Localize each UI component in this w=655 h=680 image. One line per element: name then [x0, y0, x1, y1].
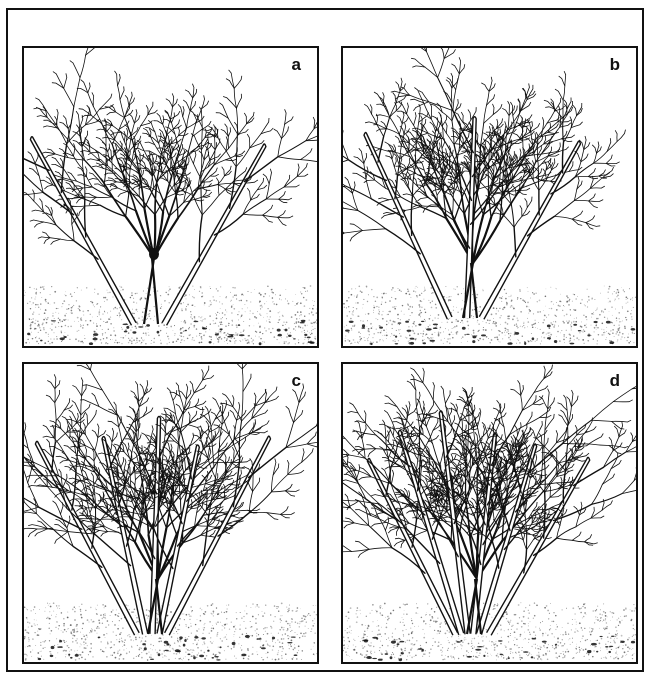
shrub-branches	[24, 364, 317, 635]
shrub-branches	[24, 48, 317, 325]
shrub-illustration-d	[343, 364, 636, 662]
panel-label-c: c	[292, 372, 301, 389]
panel-c: c	[22, 362, 319, 664]
shrub-illustration-b	[343, 48, 636, 346]
panel-label-b: b	[610, 56, 620, 73]
panel-d: d	[341, 362, 638, 664]
shrub-branches	[343, 365, 636, 636]
ground-stipple	[343, 285, 636, 345]
panel-label-a: a	[292, 56, 301, 73]
panel-b: b	[341, 46, 638, 348]
panel-a: a	[22, 46, 319, 348]
shrub-illustration-a	[24, 48, 317, 346]
shrub-illustration-c	[24, 364, 317, 662]
panel-label-d: d	[610, 372, 620, 389]
shrub-branches	[343, 48, 626, 319]
